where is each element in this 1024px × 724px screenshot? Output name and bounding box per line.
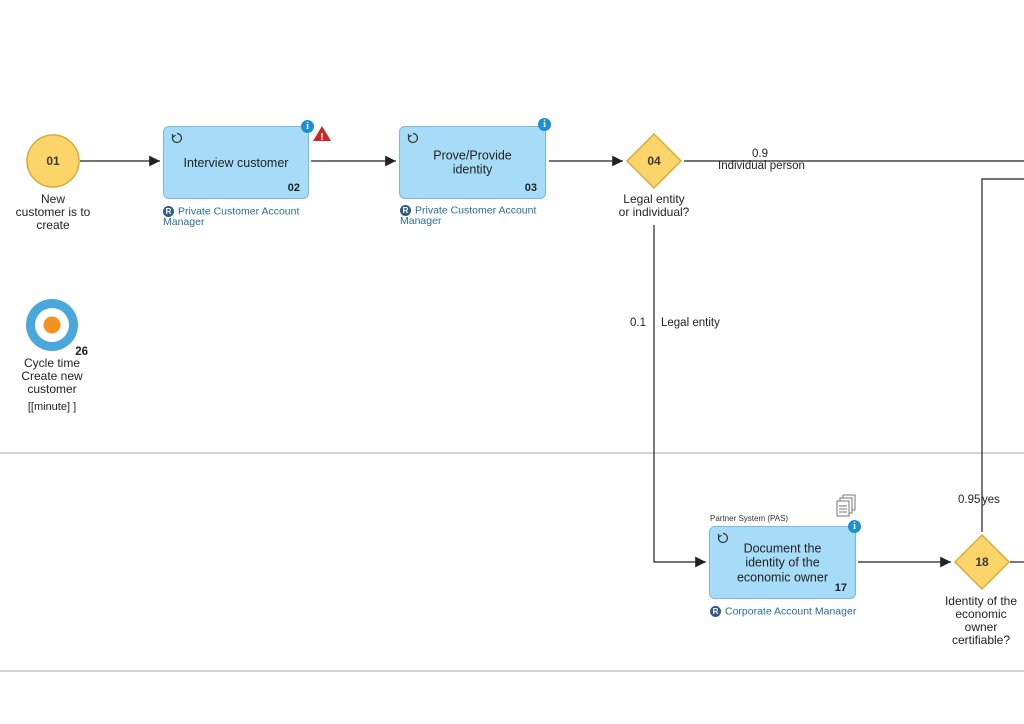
flow-04-legal-entity[interactable] bbox=[653, 225, 706, 568]
edge-individual-label: Individual person bbox=[718, 160, 805, 172]
kpi-cycle-time-icon[interactable] bbox=[26, 299, 78, 351]
task-system-label: Partner System (PAS) bbox=[710, 514, 789, 523]
cycle-icon bbox=[407, 132, 419, 144]
edge-legal-prob: 0.1 bbox=[630, 317, 646, 329]
role-name: Private Customer Account Manager bbox=[163, 205, 300, 229]
kpi-label-line: Create new bbox=[21, 369, 83, 383]
start-event-01[interactable]: 01 bbox=[26, 134, 80, 188]
role-badge-icon: R bbox=[163, 206, 174, 217]
task-role[interactable]: R Corporate Account Manager bbox=[710, 606, 880, 617]
gateway-label-line: certifiable? bbox=[951, 633, 1011, 647]
task-document-economic-owner[interactable]: Document the identity of the economic ow… bbox=[709, 526, 856, 599]
kpi-label-line: customer bbox=[27, 382, 77, 396]
start-event-label-line: customer is to bbox=[15, 205, 91, 219]
gateway-label-line: economic bbox=[955, 607, 1007, 621]
role-badge-icon: R bbox=[400, 205, 411, 216]
warning-icon[interactable]: ! bbox=[313, 126, 331, 143]
role-name: Corporate Account Manager bbox=[725, 605, 857, 618]
gateway-label-line: owner bbox=[964, 620, 998, 634]
info-icon[interactable]: i bbox=[848, 520, 861, 533]
info-icon[interactable]: i bbox=[301, 120, 314, 133]
cycle-icon bbox=[171, 132, 183, 144]
role-badge-icon: R bbox=[710, 606, 721, 617]
kpi-label: Cycle time Create new customer bbox=[2, 357, 102, 396]
gateway-18[interactable]: 18 bbox=[953, 533, 1011, 591]
warning-icon-glyph: ! bbox=[320, 132, 323, 143]
task-title: Document the identity of the economic ow… bbox=[736, 540, 828, 584]
cycle-icon bbox=[717, 532, 729, 544]
gateway-04[interactable]: 04 bbox=[625, 132, 683, 190]
flow-18-yes[interactable] bbox=[981, 178, 1024, 532]
kpi-unit: [[minute] ] bbox=[27, 401, 77, 413]
gateway-label-line: or individual? bbox=[618, 205, 690, 219]
task-title: Interview customer bbox=[183, 155, 289, 170]
gateway-18-number: 18 bbox=[975, 555, 989, 569]
edge-yes-prob: 0.95 bbox=[958, 494, 981, 506]
kpi-number: 26 bbox=[75, 346, 88, 358]
gateway-04-label: Legal entity or individual? bbox=[604, 193, 704, 219]
task-interview-customer[interactable]: Interview customer 02 bbox=[163, 126, 309, 199]
edge-yes-label: yes bbox=[982, 494, 1000, 506]
kpi-label-line: Cycle time bbox=[23, 356, 80, 370]
task-prove-identity[interactable]: Prove/Provide identity 03 bbox=[399, 126, 546, 199]
info-icon[interactable]: i bbox=[538, 118, 551, 131]
start-event-number: 01 bbox=[46, 154, 60, 168]
document-stack-icon[interactable] bbox=[836, 494, 856, 517]
task-number: 02 bbox=[287, 182, 300, 194]
gateway-04-number: 04 bbox=[647, 154, 661, 168]
start-event-label-line: create bbox=[36, 218, 70, 232]
gateway-label-line: Legal entity bbox=[623, 192, 685, 206]
gateway-label-line: Identity of the bbox=[944, 594, 1018, 608]
task-title: Prove/Provide identity bbox=[433, 148, 512, 177]
gateway-18-label: Identity of the economic owner certifiab… bbox=[937, 595, 1024, 647]
role-name: Private Customer Account Manager bbox=[400, 204, 537, 228]
task-number: 17 bbox=[834, 582, 847, 594]
edge-legal-label: Legal entity bbox=[661, 317, 720, 329]
edge-individual-prob: 0.9 bbox=[752, 148, 768, 160]
start-event-label: New customer is to create bbox=[3, 193, 103, 232]
start-event-label-line: New bbox=[40, 192, 65, 206]
task-number: 03 bbox=[524, 182, 537, 194]
